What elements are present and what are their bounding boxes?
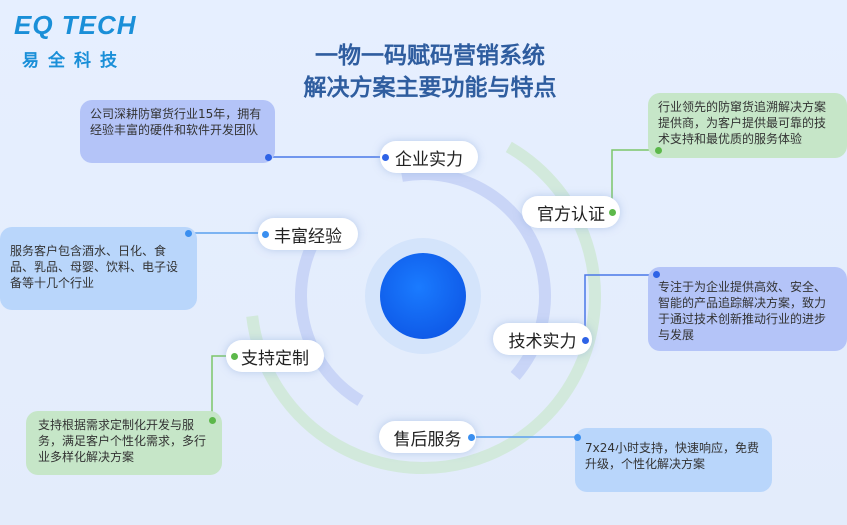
connector-dot	[582, 337, 589, 344]
title-line-1: 一物一码赋码营销系统	[315, 43, 545, 69]
connector-dot	[265, 154, 272, 161]
connector-dot	[382, 154, 389, 161]
node-enterprise[interactable]: 企业实力	[380, 141, 478, 173]
logo-text: EQ TECH	[14, 10, 137, 40]
desc-box-technology: 专注于为企业提供高效、安全、智能的产品追踪解决方案，致力于通过技术创新推动行业的…	[648, 267, 847, 351]
center-circle	[380, 253, 466, 339]
connector-dot	[185, 230, 192, 237]
connector-dot	[655, 147, 662, 154]
desc-box-enterprise: 公司深耕防窜货行业15年，拥有经验丰富的硬件和软件开发团队	[80, 100, 275, 163]
connector-dot	[468, 434, 475, 441]
desc-box-aftersales: 7x24小时支持，快速响应，免费升级，个性化解决方案	[575, 428, 772, 492]
logo-chinese: 易全科技	[22, 51, 126, 71]
node-customization[interactable]: 支持定制	[226, 340, 324, 372]
node-certification[interactable]: 官方认证	[522, 196, 620, 228]
desc-box-experience: 服务客户包含酒水、日化、食品、乳品、母婴、饮料、电子设备等十几个行业	[0, 227, 197, 310]
connector-dot	[609, 209, 616, 216]
node-technology[interactable]: 技术实力	[493, 323, 592, 355]
desc-box-certification: 行业领先的防窜货追溯解决方案提供商，为客户提供最可靠的技术支持和最优质的服务体验	[648, 93, 847, 158]
connector-dot	[231, 353, 238, 360]
connector-dot	[262, 231, 269, 238]
connector-dot	[653, 271, 660, 278]
desc-box-customization: 支持根据需求定制化开发与服务，满足客户个性化需求，多行业多样化解决方案	[26, 411, 222, 475]
node-aftersales[interactable]: 售后服务	[379, 421, 476, 453]
connector-dot	[209, 417, 216, 424]
connector-dot	[574, 434, 581, 441]
node-experience[interactable]: 丰富经验	[258, 218, 358, 250]
title-line-2: 解决方案主要功能与特点	[303, 75, 557, 101]
